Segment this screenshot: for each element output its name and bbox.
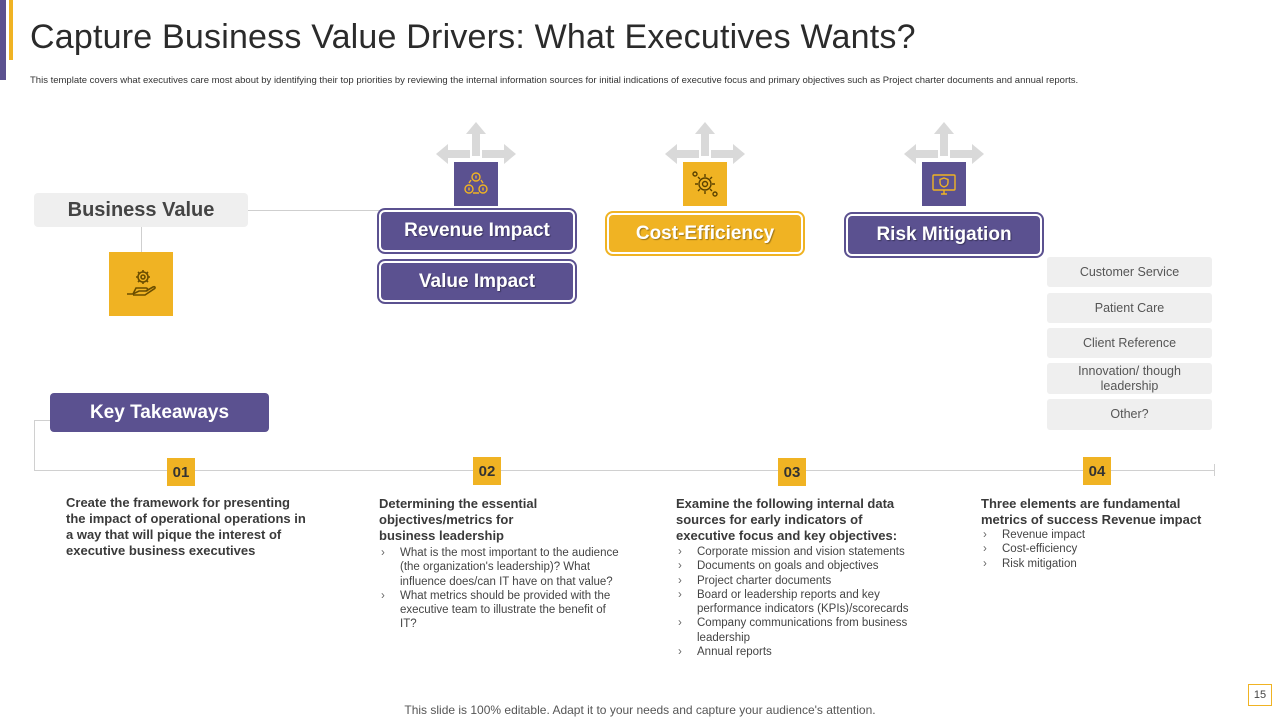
list-item: What is the most important to the audien…	[379, 546, 624, 589]
connector-line	[34, 420, 50, 421]
key-takeaways-button[interactable]: Key Takeaways	[50, 393, 269, 432]
timeline-end-tick	[1214, 464, 1215, 476]
hand-gear-icon	[109, 252, 173, 316]
takeaway-heading: Create the framework for presenting the …	[66, 495, 306, 558]
list-item: Corporate mission and vision statements	[676, 545, 931, 560]
list-item: Cost-efficiency	[981, 542, 1216, 557]
business-value-label[interactable]: Business Value	[34, 193, 248, 227]
page-title: Capture Business Value Drivers: What Exe…	[30, 18, 916, 56]
takeaway-heading: Determining the essential objectives/met…	[379, 496, 538, 543]
side-list-item[interactable]: Customer Service	[1047, 257, 1212, 287]
accent-bar-gold	[9, 0, 13, 60]
takeaway-bullets: What is the most important to the audien…	[379, 546, 624, 632]
takeaway-bullets: Corporate mission and vision statements …	[676, 545, 931, 660]
four-way-arrow-icon	[904, 122, 984, 164]
takeaway-bullets: Revenue impact Cost-efficiency Risk miti…	[981, 528, 1216, 571]
side-list-item[interactable]: Innovation/ though leadership	[1047, 363, 1212, 394]
four-way-arrow-icon	[436, 122, 516, 164]
list-item: Project charter documents	[676, 574, 931, 589]
footer-note: This slide is 100% editable. Adapt it to…	[404, 703, 876, 717]
gear-dollar-icon	[683, 162, 727, 206]
takeaway-heading: Three elements are fundamental metrics o…	[981, 496, 1202, 527]
list-item: What metrics should be provided with the…	[379, 589, 624, 632]
accent-bar	[0, 0, 6, 80]
timeline-line	[34, 470, 1214, 471]
list-item: Documents on goals and objectives	[676, 559, 931, 574]
step-number: 01	[167, 458, 195, 486]
side-list-item[interactable]: Other?	[1047, 399, 1212, 430]
page-number: 15	[1248, 684, 1272, 706]
money-cycle-icon	[454, 162, 498, 206]
list-item: Company communications from business lea…	[676, 616, 931, 645]
list-item: Revenue impact	[981, 528, 1216, 543]
connector-line	[34, 420, 35, 470]
step-number: 03	[778, 458, 806, 486]
list-item: Annual reports	[676, 645, 931, 660]
side-list-item[interactable]: Client Reference	[1047, 328, 1212, 358]
four-way-arrow-icon	[665, 122, 745, 164]
side-list-item[interactable]: Patient Care	[1047, 293, 1212, 323]
takeaway-heading: Examine the following internal data sour…	[676, 496, 898, 543]
cost-efficiency-button[interactable]: Cost-Efficiency	[607, 213, 803, 254]
step-number: 04	[1083, 457, 1111, 485]
value-impact-button[interactable]: Value Impact	[379, 261, 575, 302]
list-item: Board or leadership reports and key perf…	[676, 588, 931, 617]
step-number: 02	[473, 457, 501, 485]
risk-mitigation-button[interactable]: Risk Mitigation	[846, 214, 1042, 256]
revenue-impact-button[interactable]: Revenue Impact	[379, 210, 575, 252]
connector-line	[248, 210, 380, 211]
page-subtitle: This template covers what executives car…	[30, 75, 1079, 86]
connector-line	[141, 227, 142, 252]
monitor-shield-icon	[922, 162, 966, 206]
list-item: Risk mitigation	[981, 557, 1216, 572]
